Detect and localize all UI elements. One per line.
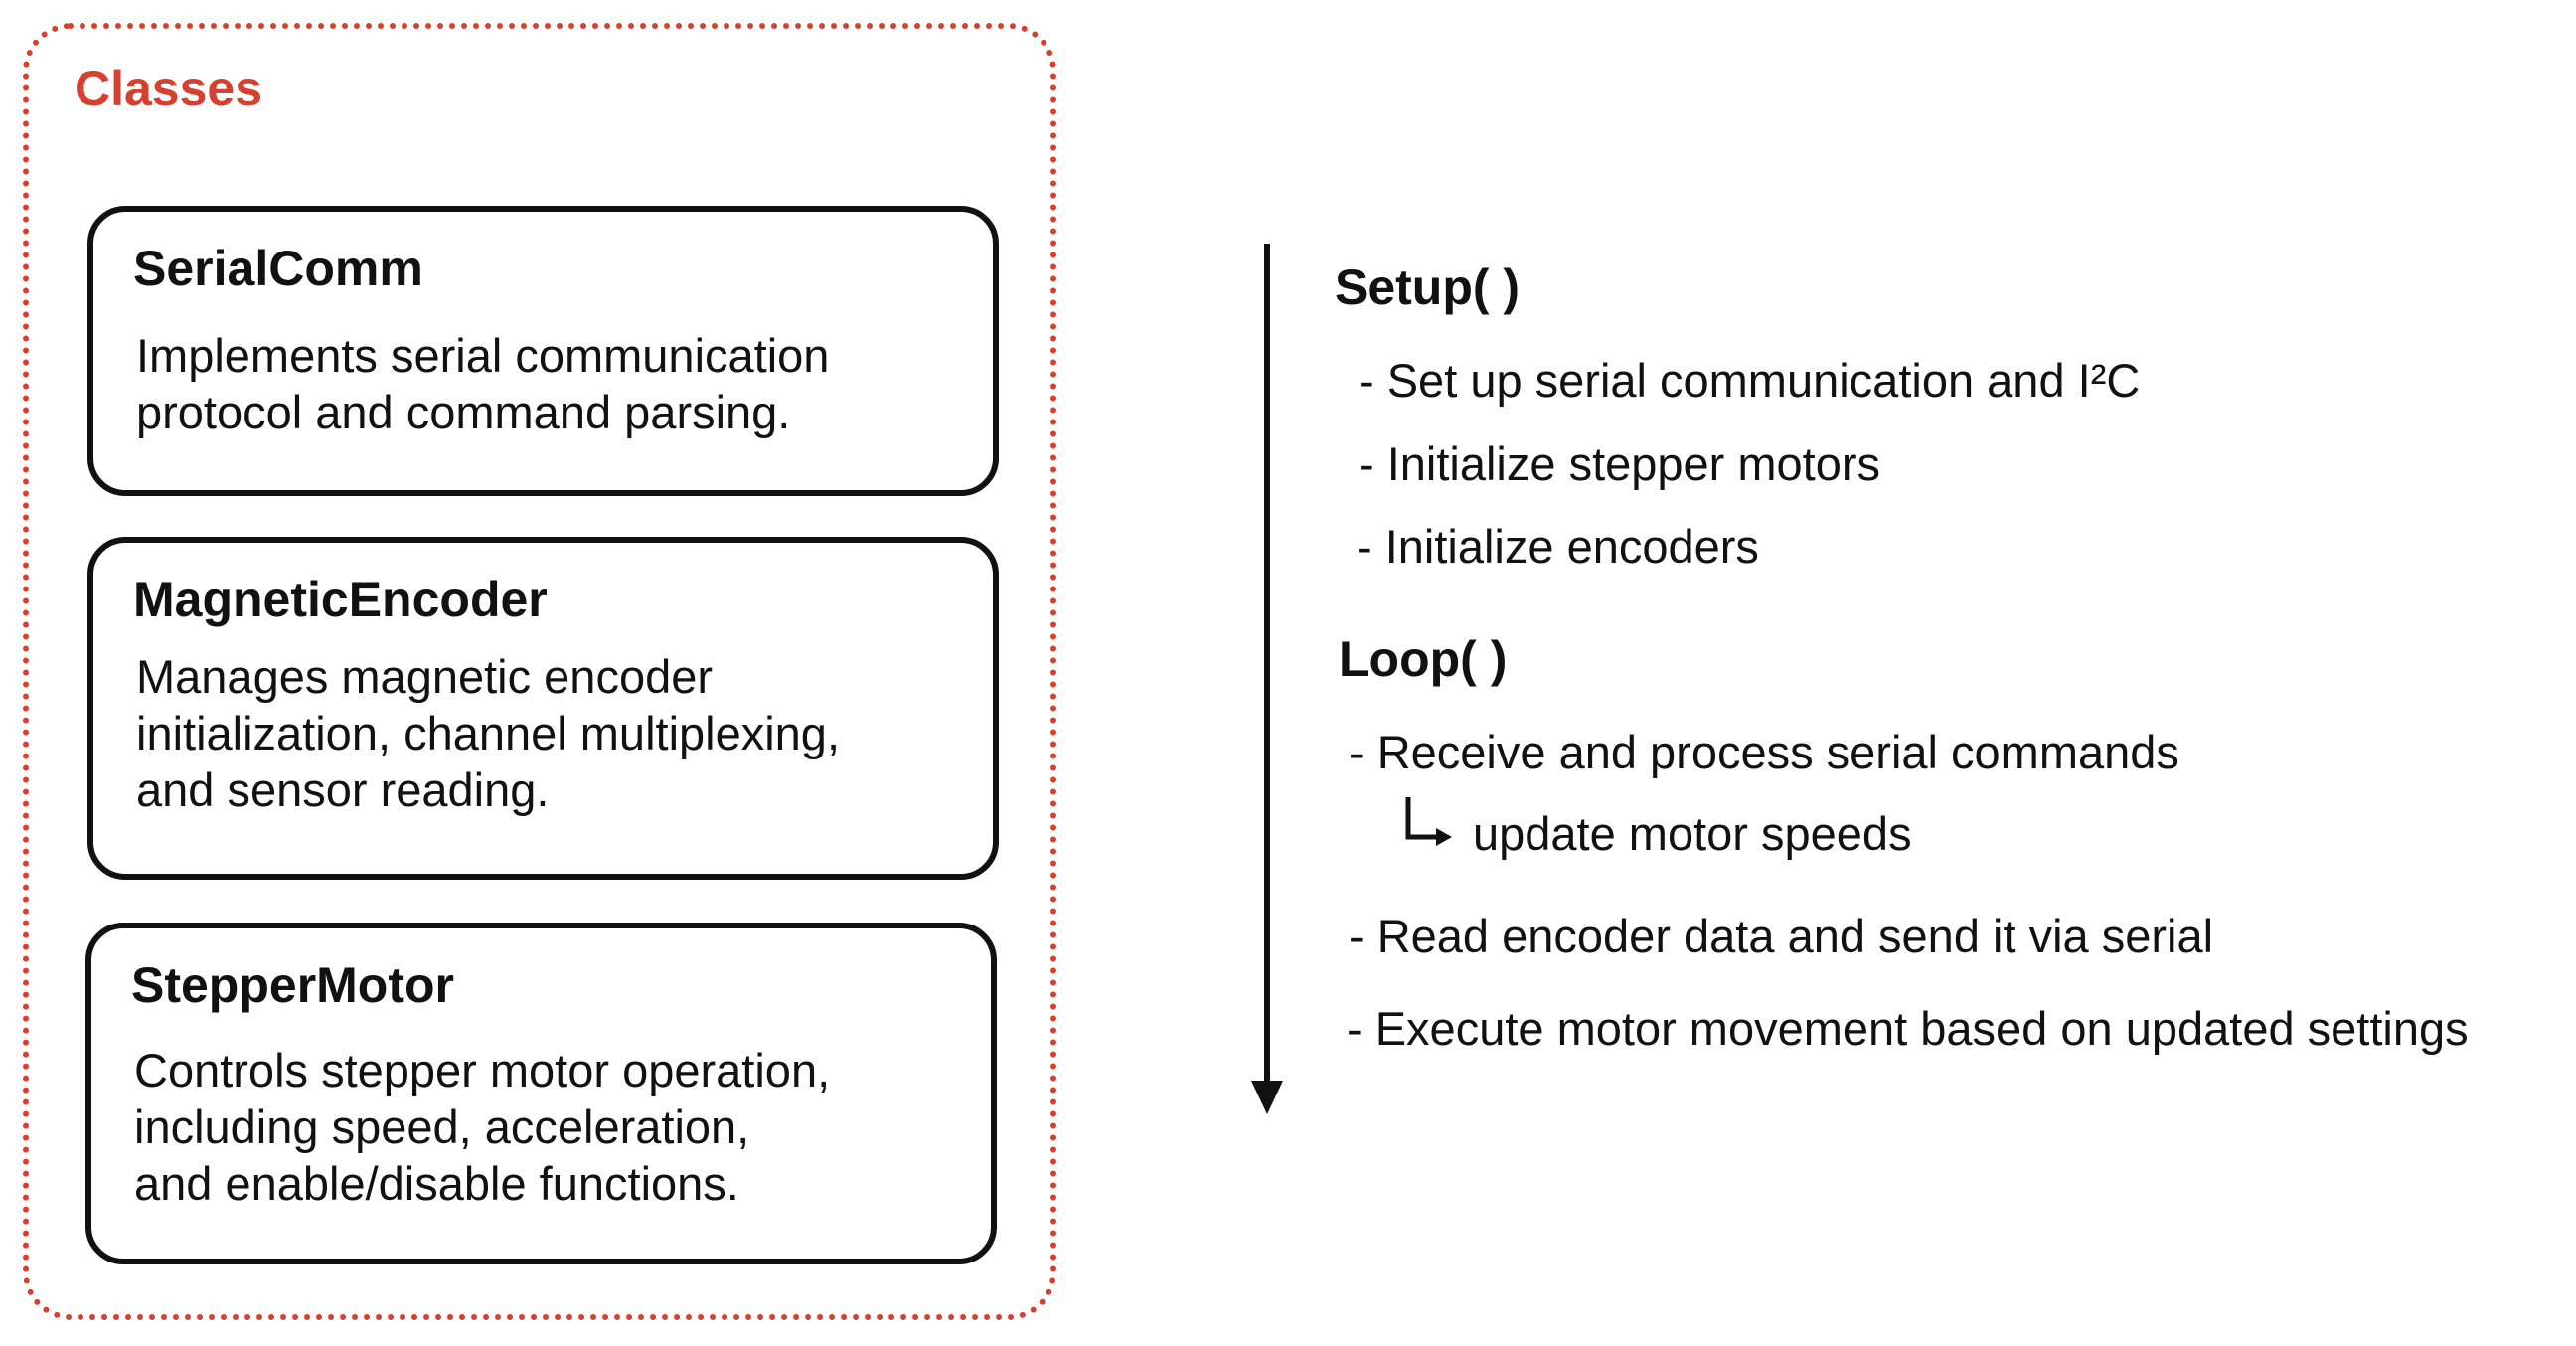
class-name: MagneticEncoder <box>133 572 548 627</box>
loop-substep: update motor speeds <box>1473 807 1912 860</box>
loop-step: - Execute motor movement based on update… <box>1347 1002 2469 1055</box>
class-box-serialcomm: SerialComm Implements serial communicati… <box>87 206 999 496</box>
loop-title: Loop( ) <box>1339 631 1508 687</box>
setup-step: - Initialize stepper motors <box>1359 437 1881 490</box>
setup-step: - Set up serial communication and I²C <box>1359 354 2141 407</box>
classes-title: Classes <box>75 61 263 116</box>
classes-group-frame <box>23 23 1056 1320</box>
setup-title: Setup( ) <box>1335 259 1521 315</box>
class-description: Controls stepper motor operation, includ… <box>134 1044 831 1210</box>
class-description: Implements serial communication protocol… <box>136 329 830 438</box>
flow-down-arrow-icon <box>1251 244 1283 1114</box>
class-name: StepperMotor <box>131 957 454 1013</box>
class-box-magneticencoder: MagneticEncoder Manages magnetic encoder… <box>87 537 999 880</box>
setup-step: - Initialize encoders <box>1357 520 1759 573</box>
class-box-steppermotor: StepperMotor Controls stepper motor oper… <box>85 923 997 1264</box>
return-arrow-icon <box>1405 797 1452 846</box>
loop-step: - Read encoder data and send it via seri… <box>1349 910 2214 962</box>
class-description: Manages magnetic encoder initialization,… <box>136 650 841 816</box>
class-name: SerialComm <box>133 241 423 296</box>
loop-step: - Receive and process serial commands <box>1349 726 2179 778</box>
